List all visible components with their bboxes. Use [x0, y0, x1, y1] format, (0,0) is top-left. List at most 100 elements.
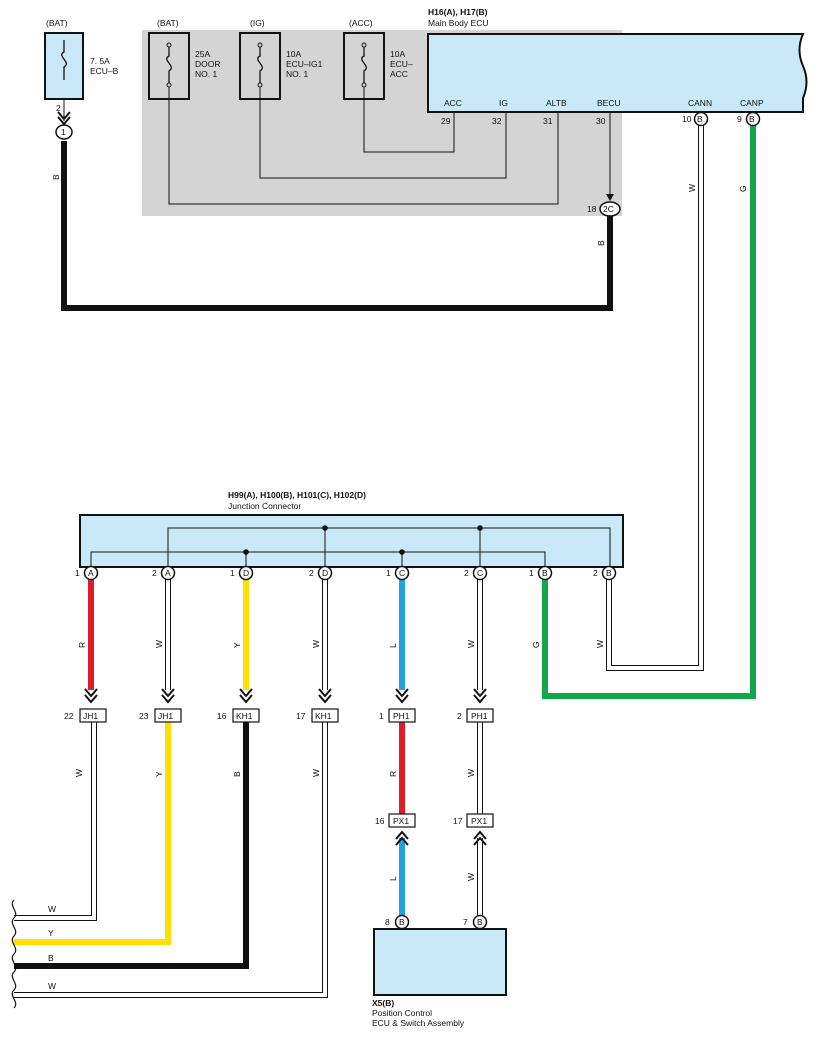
connector-chevrons: [84, 688, 487, 704]
px1-a: PX1: [393, 816, 409, 826]
wire-label-w3: W: [466, 640, 476, 648]
jc-pin-1b: 1: [529, 568, 534, 578]
left-wire-w1: W: [48, 904, 56, 914]
jc-conn-2b: B: [606, 568, 612, 578]
pin-29: 29: [441, 116, 451, 126]
wire-cann-outline: [606, 125, 704, 671]
pin-32: 32: [492, 116, 502, 126]
wire-label-w1: W: [154, 640, 164, 648]
x5-conn-7: B: [477, 917, 483, 927]
ic-pin-22: 22: [64, 711, 74, 721]
inline-connector-boxes: [79, 708, 494, 828]
fuse-door-name: DOOR: [195, 59, 221, 69]
ic-pin-1: 1: [379, 711, 384, 721]
lower-wires: [14, 722, 483, 998]
jc-pin-2b: 2: [593, 568, 598, 578]
terminal-altb: ALTB: [546, 98, 567, 108]
wire-canp: [542, 125, 756, 699]
fuse-ig1-name: ECU–IG1: [286, 59, 323, 69]
left-wire-b: B: [48, 953, 54, 963]
ic-jh1-a: JH1: [83, 711, 98, 721]
junction-connector-box: [79, 514, 624, 568]
wire-label-b2: B: [596, 240, 606, 246]
junction-wires: [88, 579, 483, 690]
jc-conn-2a: A: [165, 568, 171, 578]
x5-pin-7: 7: [463, 917, 468, 927]
ic-pin-16: 16: [217, 711, 227, 721]
fuse-door-rating: 25A: [195, 49, 210, 59]
wire-label-r2: R: [388, 771, 398, 777]
arrow-becu: [606, 194, 614, 201]
wire-b-main: [61, 141, 613, 311]
wire-label-b3: B: [232, 771, 242, 777]
fuse-ecu-b-pin: 2: [56, 103, 61, 113]
fuse-ecu-ig1: [239, 32, 281, 100]
x5-line1: Position Control: [372, 1008, 432, 1018]
junction-2c-pin: 18: [587, 204, 597, 214]
fuse-ecu-b: [44, 32, 84, 100]
left-wire-y: Y: [48, 928, 54, 938]
fuse-door-name2: NO. 1: [195, 69, 217, 79]
wire-label-b1: B: [51, 174, 61, 180]
x5-connector: X5(B): [372, 998, 394, 1008]
fuse-ecu-b-name: ECU–B: [90, 66, 119, 76]
fuse-door-source: (BAT): [157, 18, 179, 28]
connector-1-label: 1: [61, 127, 66, 137]
jc-conn-1c: C: [399, 568, 405, 578]
junction-title: Junction Connector: [228, 501, 301, 511]
pin-9-conn: B: [749, 114, 755, 124]
chevron-down-icon: [57, 111, 71, 126]
jc-conn-2c: C: [477, 568, 483, 578]
main-ecu-title: Main Body ECU: [428, 18, 488, 28]
ic-pin-2: 2: [457, 711, 462, 721]
break-line: [11, 899, 17, 1009]
terminal-cann: CANN: [688, 98, 712, 108]
junction-internal-wiring: [90, 527, 611, 567]
terminal-acc: ACC: [444, 98, 462, 108]
fuse-acc-source: (ACC): [349, 18, 373, 28]
px1-b: PX1: [471, 816, 487, 826]
jc-conn-1d: D: [243, 568, 249, 578]
pin-30: 30: [596, 116, 606, 126]
x5-line2: ECU & Switch Assembly: [372, 1018, 465, 1028]
x5-box: [373, 928, 507, 996]
jc-pin-2c: 2: [464, 568, 469, 578]
wire-label-w-cann: W: [687, 184, 697, 192]
wire-label-l1: L: [388, 643, 398, 648]
wire-label-y1: Y: [232, 642, 242, 648]
jc-conn-1a: A: [88, 568, 94, 578]
pin-circles: [55, 111, 761, 930]
px-pin-16: 16: [375, 816, 385, 826]
junction-connectors: H99(A), H100(B), H101(C), H102(D): [228, 490, 366, 500]
jc-pin-1a: 1: [75, 568, 80, 578]
ic-kh1-a: KH1: [236, 711, 253, 721]
px-chevrons: [395, 830, 487, 846]
ic-pin-17: 17: [296, 711, 306, 721]
wire-label-w4: W: [595, 640, 605, 648]
fuse-acc-name2: ACC: [390, 69, 408, 79]
wire-label-w2: W: [311, 640, 321, 648]
jc-pin-2a: 2: [152, 568, 157, 578]
jc-conn-1b: B: [542, 568, 548, 578]
wire-label-l2: L: [388, 876, 398, 881]
ic-pin-23: 23: [139, 711, 149, 721]
jc-pin-2d: 2: [309, 568, 314, 578]
pin-31: 31: [543, 116, 553, 126]
fuse-ig1-rating: 10A: [286, 49, 301, 59]
left-wire-w2: W: [48, 981, 56, 991]
pin-9: 9: [737, 114, 742, 124]
wire-label-w8: W: [466, 873, 476, 881]
wire-label-r1: R: [77, 642, 87, 648]
main-ecu-connectors: H16(A), H17(B): [428, 7, 488, 17]
wire-label-w5: W: [74, 769, 84, 777]
jc-pin-1c: 1: [386, 568, 391, 578]
fuse-ig1-source: (IG): [250, 18, 265, 28]
pin-10-conn: B: [697, 114, 703, 124]
jc-pin-1d: 1: [230, 568, 235, 578]
ic-kh1-b: KH1: [315, 711, 332, 721]
wire-label-w7: W: [466, 769, 476, 777]
fuse-ecu-b-rating: 7. 5A: [90, 56, 110, 66]
ic-ph1-a: PH1: [393, 711, 410, 721]
wire-cann: [607, 125, 703, 670]
